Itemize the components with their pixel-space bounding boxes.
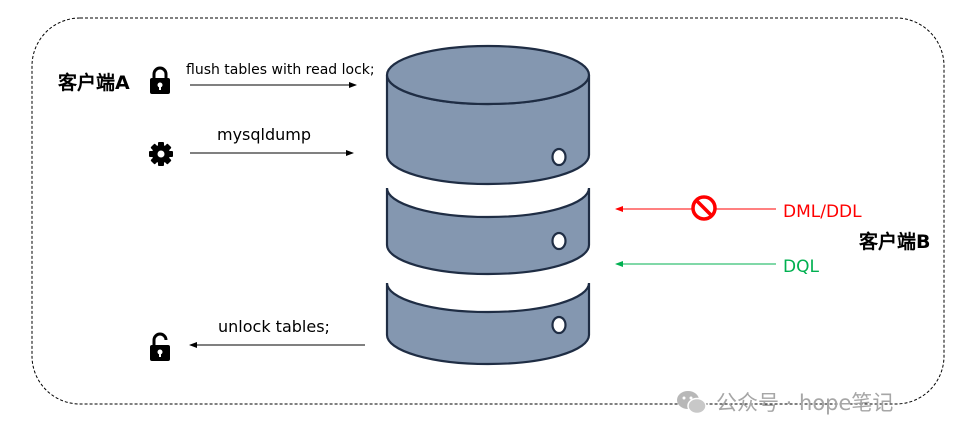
client-a-label: 客户端A	[58, 71, 130, 94]
db-top-cap	[385, 44, 591, 106]
watermark-text: 公众号 · hope笔记	[716, 391, 893, 415]
unlock-arrow-label: unlock tables;	[218, 317, 330, 336]
db-light-bottom	[551, 315, 567, 335]
dml-arrow-label: DML/DDL	[783, 202, 862, 222]
flush-arrow-label: flush tables with read lock;	[186, 62, 375, 78]
db-disk-bottom	[385, 282, 591, 366]
client-b-label: 客户端B	[859, 230, 930, 253]
wechat-icon	[677, 391, 707, 415]
no-entry-icon	[691, 195, 717, 221]
dump-arrow-label: mysqldump	[217, 125, 311, 144]
boundary-frame	[31, 17, 945, 405]
db-disk-middle	[385, 187, 591, 276]
lock-icon	[150, 66, 170, 94]
gear-icon	[149, 142, 173, 166]
unlock-icon	[150, 332, 170, 361]
database-icon	[385, 44, 591, 366]
dql-arrow-label: DQL	[783, 257, 819, 277]
db-light-top	[551, 147, 567, 167]
db-light-middle	[551, 231, 567, 251]
